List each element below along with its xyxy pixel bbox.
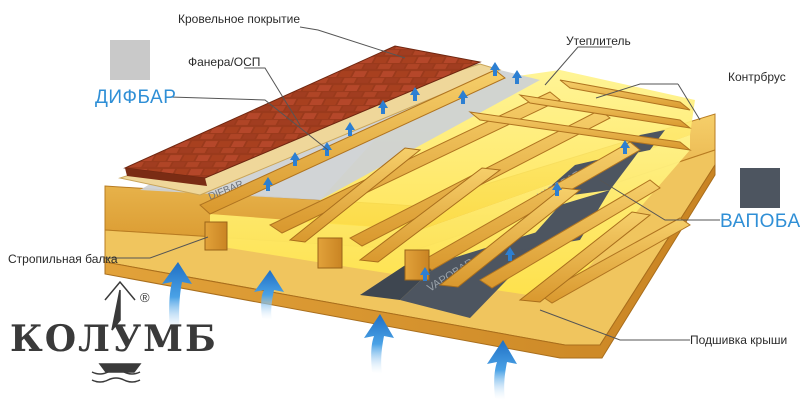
label-plywood: Фанера/ОСП: [188, 55, 261, 69]
label-counter-batten: Контрбрус: [728, 70, 786, 84]
difbar-swatch: [110, 40, 150, 80]
logo-text: КОЛУМБ: [10, 318, 218, 360]
difbar-label: ДИФБАР: [95, 87, 177, 108]
rafter-ends: [204, 221, 430, 281]
roof-tiles: [123, 45, 482, 186]
logo-mark: [91, 280, 142, 383]
registered-mark: ®: [140, 290, 150, 305]
vapobar-swatch: [740, 168, 780, 208]
label-rafter: Стропильная балка: [8, 252, 118, 266]
airflow-arrows: [162, 262, 517, 400]
label-ceiling-lining: Подшивка крыши: [690, 333, 788, 347]
label-roof-cover: Кровельное покрытие: [178, 12, 301, 26]
airflow-arrow-3: [364, 314, 394, 374]
label-insulation: Утеплитель: [566, 34, 631, 48]
airflow-arrow-2: [254, 270, 284, 320]
leader-lines: [105, 26, 720, 341]
airflow-arrow-1: [162, 262, 192, 332]
counter-battens: [288, 147, 652, 303]
airflow-arrow-4: [487, 340, 517, 400]
vapobar-label: ВАПОБАР: [720, 211, 800, 232]
